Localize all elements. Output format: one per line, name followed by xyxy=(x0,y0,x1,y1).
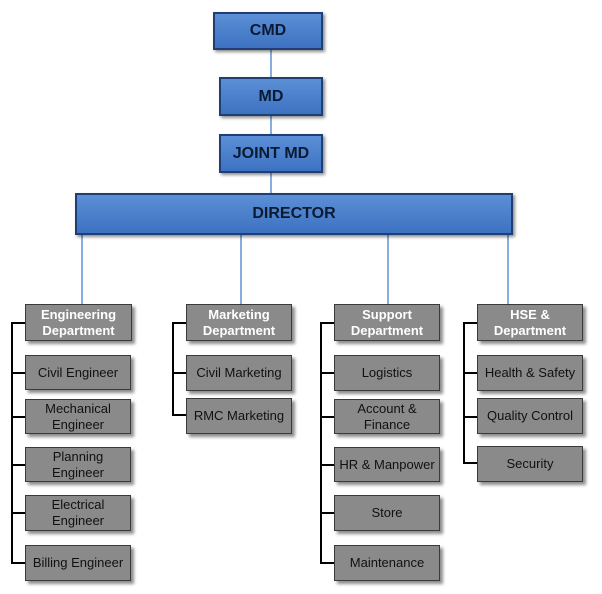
bracket-engineering-vertical xyxy=(11,322,13,564)
account-finance-label: Account & Finance xyxy=(357,400,417,432)
connector-jointmd-director xyxy=(270,173,272,193)
billing-engineer-label: Billing Engineer xyxy=(32,555,124,570)
maintenance-label: Maintenance xyxy=(349,555,425,570)
bracket-support-account xyxy=(320,416,334,418)
connector-director-hse xyxy=(507,235,509,304)
health-safety-label: Health & Safety xyxy=(484,365,576,380)
support-department-box: Support Department xyxy=(334,304,440,341)
connector-director-marketing xyxy=(240,235,242,304)
joint-md-label: JOINT MD xyxy=(232,144,310,162)
logistics-label: Logistics xyxy=(361,365,413,380)
connector-director-engineering xyxy=(81,235,83,304)
civil-marketing-label: Civil Marketing xyxy=(196,365,282,380)
store-box: Store xyxy=(334,495,440,531)
director-label: DIRECTOR xyxy=(252,205,336,222)
bracket-marketing-rmc xyxy=(172,414,186,416)
logistics-box: Logistics xyxy=(334,355,440,391)
bracket-engineering-mechanical xyxy=(11,416,25,418)
bracket-marketing-civil xyxy=(172,372,186,374)
civil-engineer-label: Civil Engineer xyxy=(37,364,119,380)
planning-engineer-box: Planning Engineer xyxy=(25,447,131,482)
mechanical-engineer-label: Mechanical Engineer xyxy=(45,400,111,432)
rmc-marketing-label: RMC Marketing xyxy=(193,408,285,423)
cmd-label: CMD xyxy=(249,22,287,39)
mechanical-engineer-box: Mechanical Engineer xyxy=(25,399,131,434)
bracket-hse-vertical xyxy=(463,322,465,464)
engineering-department-label: Engineering Department xyxy=(40,306,117,338)
joint-md-box: JOINT MD xyxy=(219,134,323,173)
connector-md-jointmd xyxy=(270,116,272,134)
bracket-support-vertical xyxy=(320,322,322,564)
bracket-hse-health xyxy=(463,372,477,374)
bracket-engineering-civil xyxy=(11,372,25,374)
hr-manpower-box: HR & Manpower xyxy=(334,447,440,482)
md-label: MD xyxy=(258,87,284,105)
hr-manpower-label: HR & Manpower xyxy=(339,456,435,472)
hse-department-box: HSE & Department xyxy=(477,304,583,341)
bracket-marketing-top xyxy=(172,322,186,324)
civil-marketing-box: Civil Marketing xyxy=(186,355,292,391)
connector-director-support xyxy=(387,235,389,304)
billing-engineer-box: Billing Engineer xyxy=(25,545,131,581)
bracket-engineering-top xyxy=(11,322,25,324)
store-label: Store xyxy=(371,505,403,520)
civil-engineer-box: Civil Engineer xyxy=(25,355,131,390)
security-label: Security xyxy=(506,456,554,471)
electrical-engineer-label: Electrical Engineer xyxy=(51,497,105,528)
md-box: MD xyxy=(219,77,323,116)
bracket-hse-security xyxy=(463,462,477,464)
bracket-support-logistics xyxy=(320,372,334,374)
cmd-box: CMD xyxy=(213,12,323,50)
marketing-department-box: Marketing Department xyxy=(186,304,292,341)
bracket-support-hr xyxy=(320,464,334,466)
bracket-support-top xyxy=(320,322,334,324)
quality-control-label: Quality Control xyxy=(487,408,573,423)
quality-control-box: Quality Control xyxy=(477,398,583,434)
health-safety-box: Health & Safety xyxy=(477,355,583,391)
bracket-engineering-electrical xyxy=(11,512,25,514)
engineering-department-box: Engineering Department xyxy=(25,304,132,341)
support-department-label: Support Department xyxy=(350,306,424,338)
electrical-engineer-box: Electrical Engineer xyxy=(25,495,131,531)
bracket-support-maintenance xyxy=(320,562,334,564)
bracket-hse-top xyxy=(463,322,477,324)
bracket-engineering-billing xyxy=(11,562,25,564)
marketing-department-label: Marketing Department xyxy=(202,306,276,338)
planning-engineer-label: Planning Engineer xyxy=(51,448,105,480)
connector-cmd-md xyxy=(270,50,272,77)
bracket-engineering-planning xyxy=(11,464,25,466)
rmc-marketing-box: RMC Marketing xyxy=(186,398,292,434)
bracket-hse-quality xyxy=(463,416,477,418)
account-finance-box: Account & Finance xyxy=(334,399,440,434)
maintenance-box: Maintenance xyxy=(334,545,440,581)
director-box: DIRECTOR xyxy=(75,193,513,235)
security-box: Security xyxy=(477,446,583,482)
bracket-marketing-vertical xyxy=(172,322,174,416)
bracket-support-store xyxy=(320,512,334,514)
hse-department-label: HSE & Department xyxy=(493,306,567,338)
